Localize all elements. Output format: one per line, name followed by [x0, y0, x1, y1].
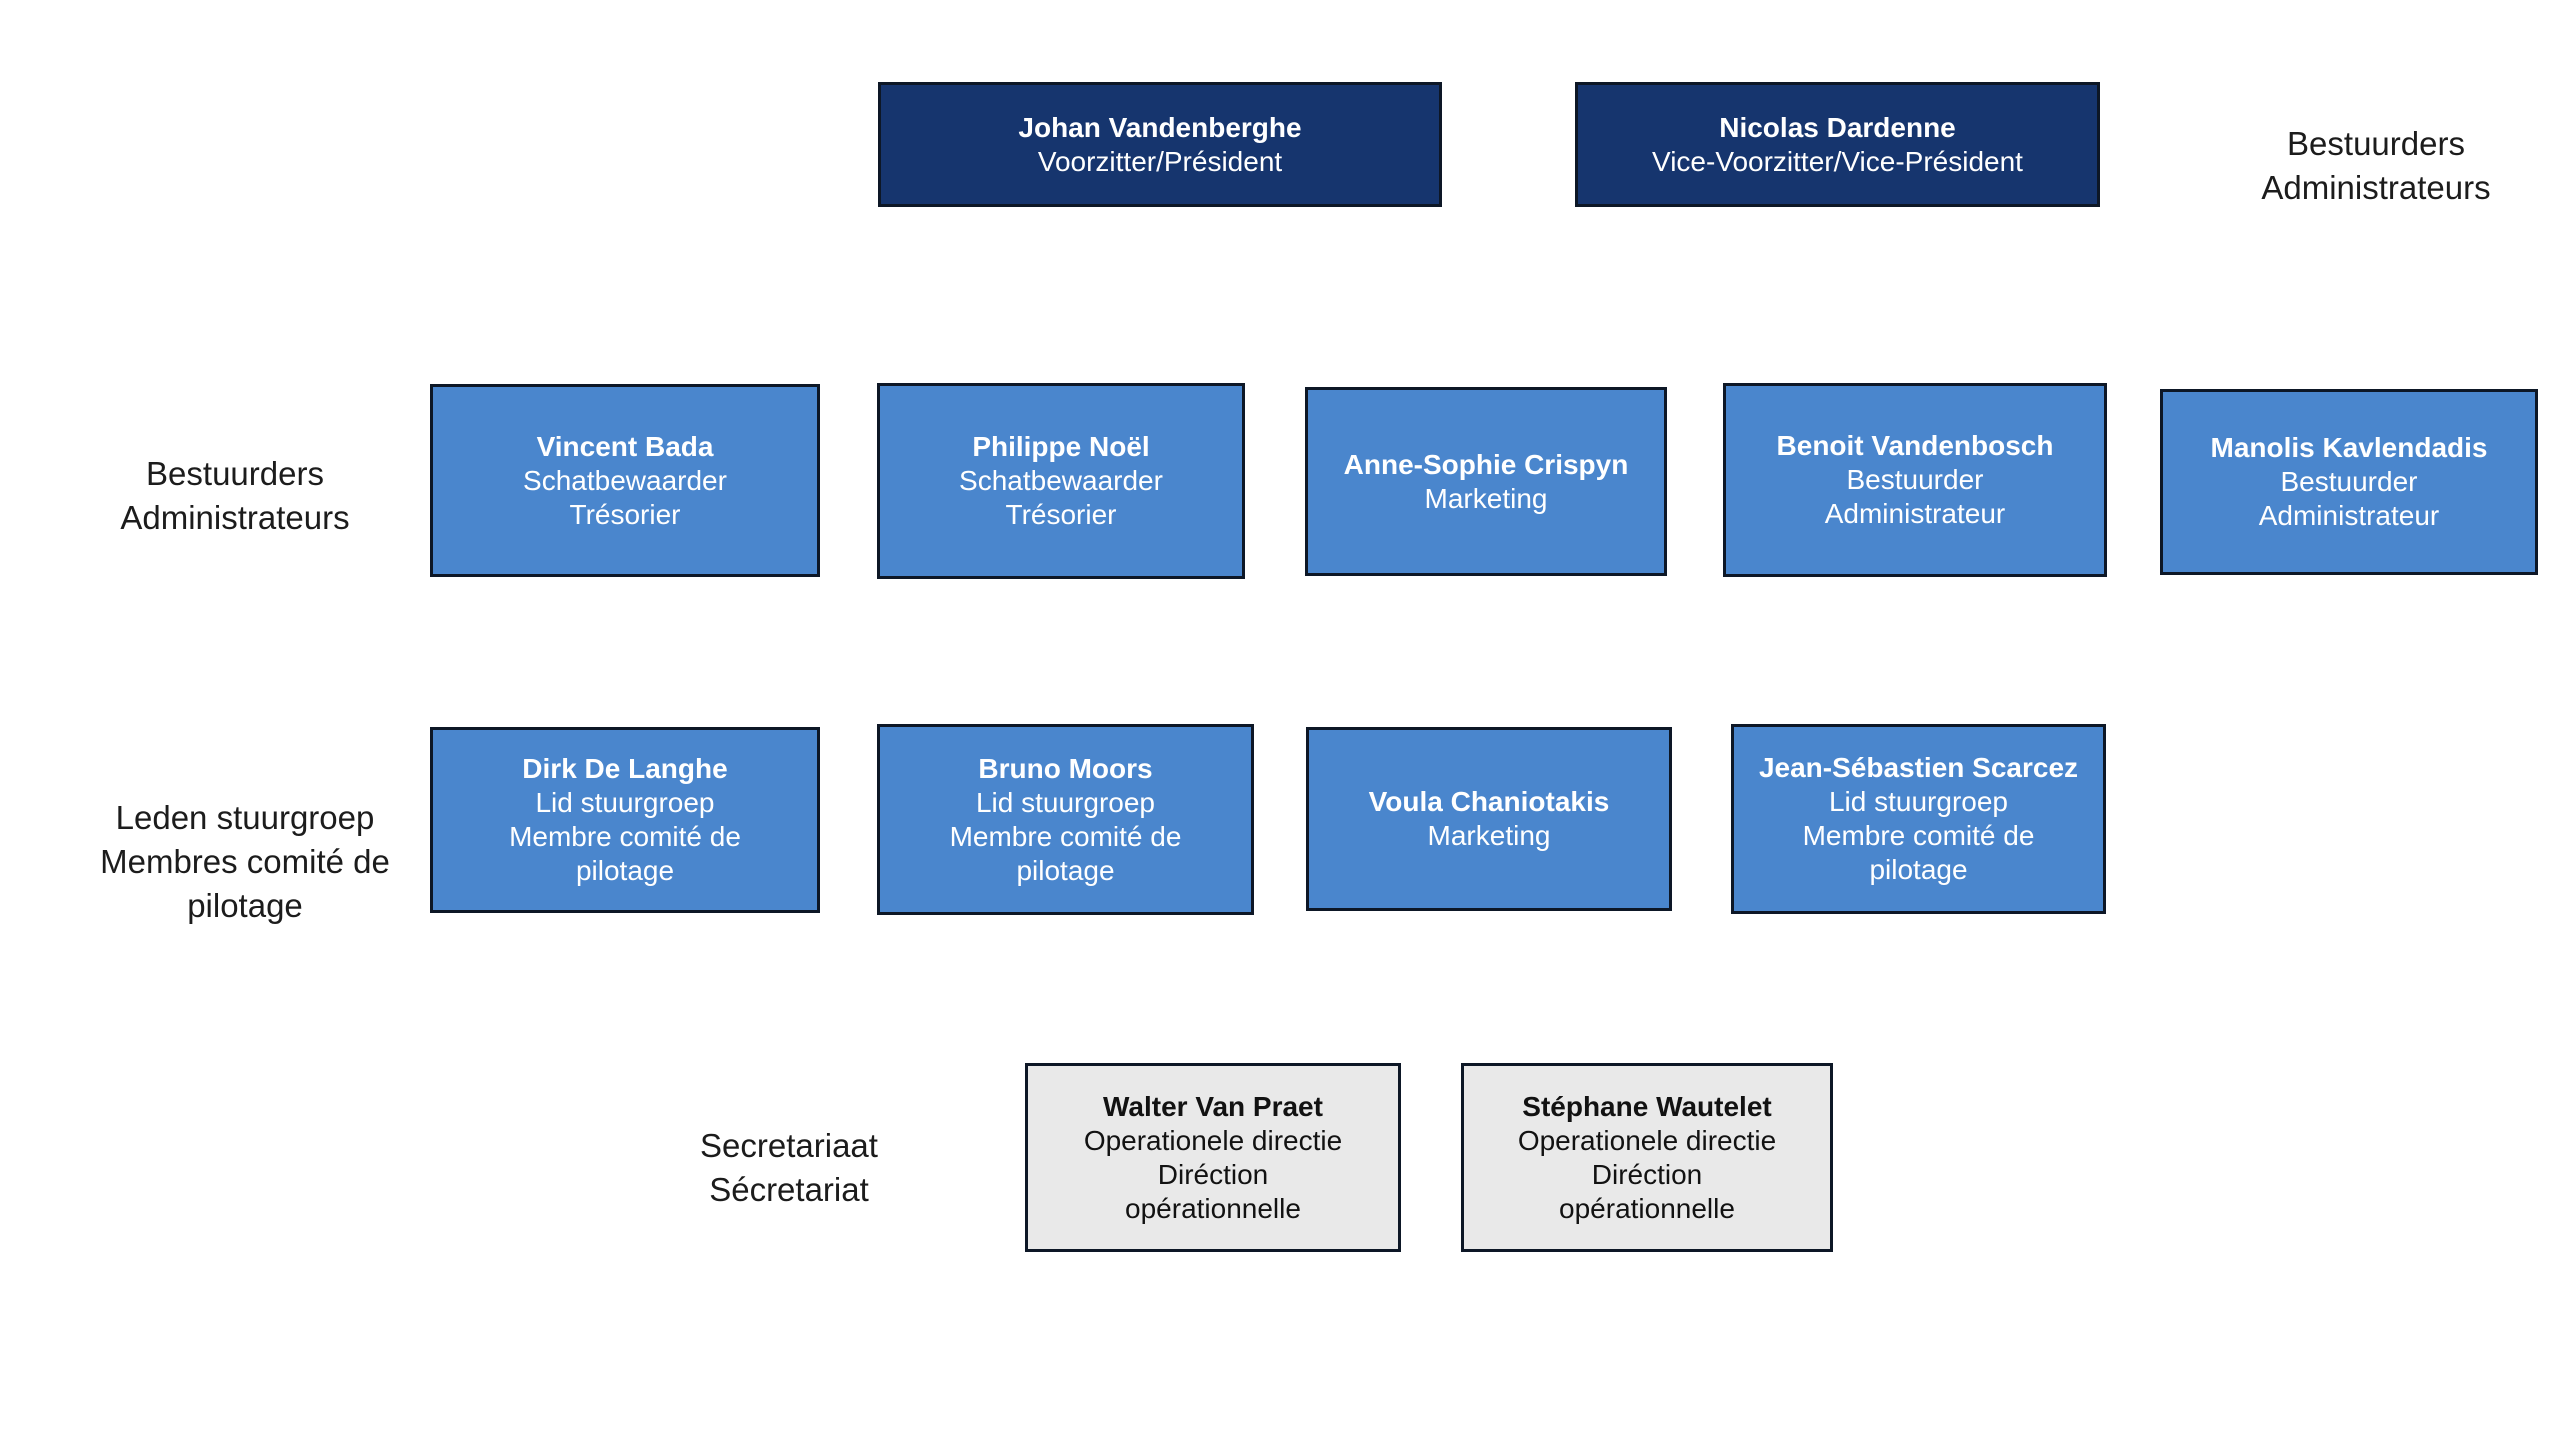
org-box-treasurer-1: Vincent Bada Schatbewaarder Trésorier — [430, 384, 820, 577]
person-name: Walter Van Praet — [1103, 1090, 1323, 1122]
org-box-president: Johan Vandenberghe Voorzitter/Président — [878, 82, 1442, 207]
row-label-steering: Leden stuurgroep Membres comité de pilot… — [100, 799, 390, 924]
org-box-administrator-2: Manolis Kavlendadis Bestuurder Administr… — [2160, 389, 2538, 575]
person-role: Schatbewaarder Trésorier — [523, 464, 727, 530]
person-role: Schatbewaarder Trésorier — [959, 465, 1163, 530]
person-name: Johan Vandenberghe — [1018, 111, 1302, 143]
person-name: Jean-Sébastien Scarcez — [1758, 752, 2079, 783]
person-role: Marketing — [1424, 482, 1548, 514]
person-role: Voorzitter/Président — [1037, 145, 1283, 177]
row-label-secretariat: Secretariaat Sécretariat — [700, 1127, 878, 1208]
person-name: Manolis Kavlendadis — [2210, 432, 2488, 463]
person-role: Vice-Voorzitter/Vice-Président — [1652, 145, 2023, 177]
org-box-secretariat-2: Stéphane Wautelet Operationele directie … — [1461, 1063, 1833, 1252]
org-box-secretariat-1: Walter Van Praet Operationele directie D… — [1025, 1063, 1401, 1252]
person-role: Lid stuurgroep Membre comité de pilotage — [949, 786, 1182, 886]
person-name: Dirk De Langhe — [522, 753, 728, 784]
person-name: Vincent Bada — [536, 430, 714, 462]
org-box-marketing-steering: Voula Chaniotakis Marketing — [1306, 727, 1672, 911]
org-box-steering-2: Bruno Moors Lid stuurgroep Membre comité… — [877, 724, 1254, 915]
person-name: Stéphane Wautelet — [1522, 1090, 1772, 1122]
person-role: Marketing — [1427, 820, 1551, 851]
org-box-vice-president: Nicolas Dardenne Vice-Voorzitter/Vice-Pr… — [1575, 82, 2100, 207]
person-name: Philippe Noël — [972, 431, 1150, 462]
person-role: Bestuurder Administrateur — [1824, 464, 2006, 529]
person-name: Voula Chaniotakis — [1368, 786, 1610, 817]
row-label-top-bestuurders: Bestuurders Administrateurs — [2261, 125, 2491, 206]
person-role: Bestuurder Administrateur — [2258, 466, 2440, 531]
person-name: Nicolas Dardenne — [1719, 111, 1956, 143]
person-name: Benoit Vandenbosch — [1776, 430, 2054, 461]
row-label-board: Bestuurders Administrateurs — [120, 455, 350, 536]
org-box-administrator-1: Benoit Vandenbosch Bestuurder Administra… — [1723, 383, 2107, 577]
org-box-marketing-board: Anne-Sophie Crispyn Marketing — [1305, 387, 1667, 576]
org-box-steering-1: Dirk De Langhe Lid stuurgroep Membre com… — [430, 727, 820, 913]
person-role: Operationele directie Diréction opératio… — [1083, 1124, 1343, 1224]
person-role: Operationele directie Diréction opératio… — [1517, 1124, 1777, 1224]
person-name: Bruno Moors — [978, 752, 1153, 784]
person-name: Anne-Sophie Crispyn — [1343, 448, 1629, 480]
org-box-treasurer-2: Philippe Noël Schatbewaarder Trésorier — [877, 383, 1245, 579]
person-role: Lid stuurgroep Membre comité de pilotage — [509, 787, 741, 886]
person-role: Lid stuurgroep Membre comité de pilotage — [1802, 786, 2035, 885]
org-box-steering-3: Jean-Sébastien Scarcez Lid stuurgroep Me… — [1731, 724, 2106, 914]
